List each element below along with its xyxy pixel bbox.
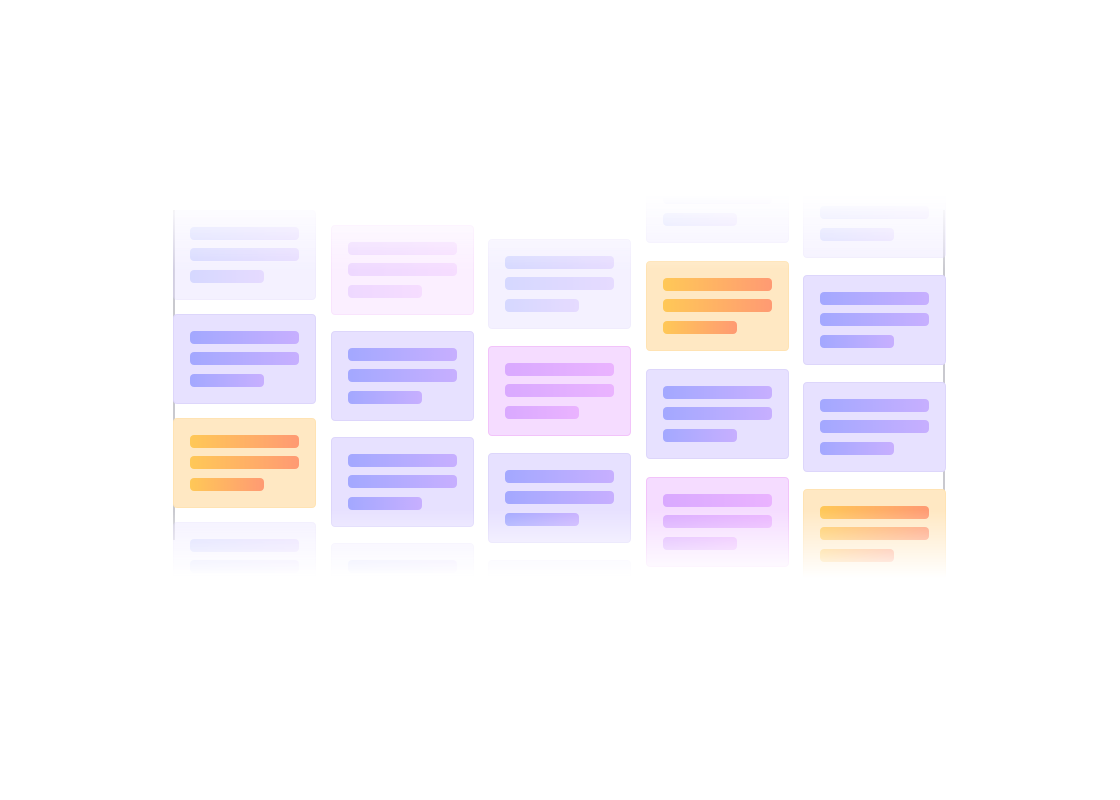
placeholder-line bbox=[348, 475, 457, 488]
placeholder-line bbox=[348, 560, 457, 573]
blue-card bbox=[803, 275, 946, 365]
placeholder-line bbox=[348, 603, 422, 616]
placeholder-line bbox=[190, 374, 264, 387]
placeholder-line bbox=[190, 456, 299, 469]
placeholder-line bbox=[820, 506, 929, 519]
placeholder-line bbox=[505, 406, 579, 419]
placeholder-line bbox=[505, 299, 579, 312]
pink-card bbox=[331, 225, 474, 315]
placeholder-line bbox=[663, 494, 772, 507]
blue-card bbox=[331, 437, 474, 527]
placeholder-line bbox=[663, 278, 772, 291]
placeholder-line bbox=[505, 513, 579, 526]
placeholder-line bbox=[820, 206, 929, 219]
placeholder-line bbox=[348, 497, 422, 510]
placeholder-line bbox=[348, 369, 457, 382]
blue-card bbox=[803, 382, 946, 472]
right-rail bbox=[943, 210, 945, 540]
placeholder-line bbox=[505, 256, 614, 269]
board-column bbox=[488, 239, 631, 667]
placeholder-line bbox=[820, 228, 894, 241]
placeholder-line bbox=[663, 537, 737, 550]
placeholder-line bbox=[820, 313, 929, 326]
placeholder-line bbox=[190, 227, 299, 240]
placeholder-line bbox=[663, 321, 737, 334]
placeholder-line bbox=[505, 598, 614, 611]
placeholder-line bbox=[663, 515, 772, 528]
placeholder-line bbox=[190, 560, 299, 573]
placeholder-line bbox=[820, 399, 929, 412]
placeholder-line bbox=[663, 429, 737, 442]
placeholder-line bbox=[190, 478, 264, 491]
placeholder-line bbox=[505, 491, 614, 504]
blue-card bbox=[488, 239, 631, 329]
placeholder-line bbox=[820, 549, 894, 562]
placeholder-line bbox=[820, 335, 894, 348]
placeholder-line bbox=[190, 331, 299, 344]
placeholder-line bbox=[190, 539, 299, 552]
pink-card bbox=[646, 477, 789, 567]
placeholder-line bbox=[348, 263, 457, 276]
placeholder-line bbox=[505, 384, 614, 397]
placeholder-line bbox=[663, 191, 772, 204]
blue-card bbox=[488, 560, 631, 650]
blue-card bbox=[331, 543, 474, 633]
placeholder-line bbox=[820, 185, 929, 198]
blue-card bbox=[173, 210, 316, 300]
placeholder-line bbox=[348, 391, 422, 404]
orange-card bbox=[173, 418, 316, 508]
blue-card bbox=[803, 168, 946, 258]
placeholder-line bbox=[663, 407, 772, 420]
placeholder-line bbox=[348, 285, 422, 298]
placeholder-line bbox=[820, 442, 894, 455]
pink-card bbox=[488, 346, 631, 436]
placeholder-line bbox=[505, 277, 614, 290]
placeholder-line bbox=[348, 581, 457, 594]
placeholder-line bbox=[663, 299, 772, 312]
card-board-illustration bbox=[160, 150, 960, 650]
placeholder-line bbox=[820, 292, 929, 305]
placeholder-line bbox=[663, 170, 772, 183]
board-column bbox=[803, 168, 946, 596]
placeholder-line bbox=[505, 470, 614, 483]
placeholder-line bbox=[190, 352, 299, 365]
placeholder-line bbox=[820, 420, 929, 433]
orange-card bbox=[646, 261, 789, 351]
orange-card bbox=[803, 489, 946, 579]
placeholder-line bbox=[190, 435, 299, 448]
board-column bbox=[646, 153, 789, 585]
placeholder-line bbox=[663, 213, 737, 226]
blue-card bbox=[488, 453, 631, 543]
blue-card bbox=[646, 153, 789, 243]
blue-card bbox=[173, 314, 316, 404]
board-column bbox=[173, 210, 316, 626]
blue-card bbox=[331, 331, 474, 421]
placeholder-line bbox=[505, 363, 614, 376]
placeholder-line bbox=[348, 454, 457, 467]
placeholder-line bbox=[190, 248, 299, 261]
blue-card bbox=[173, 522, 316, 612]
placeholder-line bbox=[663, 386, 772, 399]
placeholder-line bbox=[190, 270, 264, 283]
placeholder-line bbox=[505, 577, 614, 590]
placeholder-line bbox=[505, 620, 579, 633]
blue-card bbox=[646, 369, 789, 459]
placeholder-line bbox=[348, 242, 457, 255]
board-column bbox=[331, 225, 474, 649]
placeholder-line bbox=[348, 348, 457, 361]
placeholder-line bbox=[190, 582, 264, 595]
placeholder-line bbox=[820, 527, 929, 540]
